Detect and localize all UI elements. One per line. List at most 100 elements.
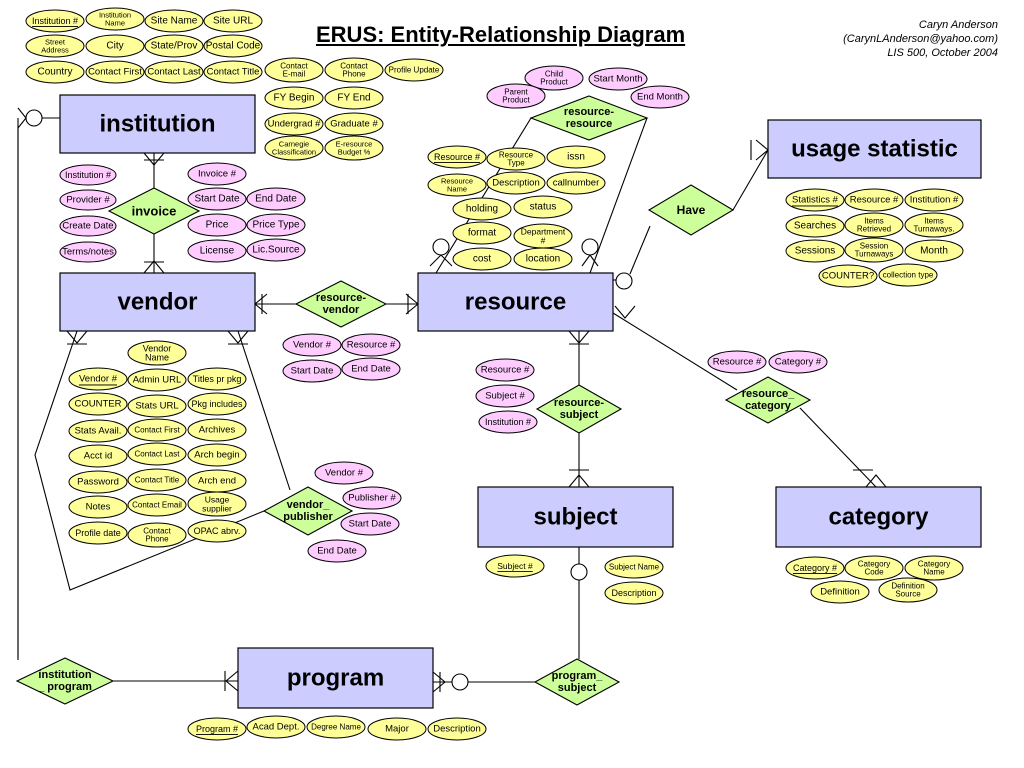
attribute-ven-stats-url: Stats URL (127, 394, 187, 418)
attribute-label: Start Date (349, 519, 392, 530)
attribute-label: Vendor (143, 343, 172, 353)
attribute-label: Category # (775, 357, 822, 368)
attribute-prog-program-num: Program # (187, 717, 247, 741)
attribute-ellipse (144, 60, 204, 84)
relationship-label: Have (677, 203, 706, 217)
attribute-inv-provider-num: Provider # (59, 189, 117, 211)
relationship-invoice[interactable]: invoice (107, 187, 201, 235)
attribute-prog-description: Description (427, 717, 487, 741)
attribute-ellipse (68, 444, 128, 468)
relationship-resource-vendor[interactable]: resource-vendor (294, 280, 388, 328)
attribute-label: Institution # (910, 195, 959, 206)
attribute-ellipse (878, 577, 938, 603)
attribute-label: End Date (255, 194, 297, 205)
attribute-us-searches: Searches (785, 214, 845, 238)
attribute-inv-start-date: Start Date (187, 187, 247, 211)
relationship-resource-resource[interactable]: resource-resource (529, 95, 649, 141)
relationship-label: resource- (316, 292, 366, 304)
attribute-rs-subject-num: Subject # (475, 384, 535, 408)
attribute-ellipse (604, 581, 664, 605)
optional-circle-marker (570, 563, 588, 581)
attribute-ellipse (486, 171, 546, 195)
attribute-ven-contact-last: Contact Last (127, 442, 187, 466)
attribute-label: Invoice # (198, 169, 237, 180)
attribute-prog-acad-dept: Acad Dept. (246, 715, 306, 739)
attribute-inv-create-date: Create Date (59, 215, 117, 237)
attribute-ellipse (127, 442, 187, 466)
attribute-inst-fy-end: FY End (324, 86, 384, 110)
attribute-label: Lic.Source (252, 245, 300, 256)
relationship-label: resource (566, 118, 612, 130)
attribute-label: Start Date (194, 194, 239, 205)
attribute-inst-state-prov: State/Prov (144, 34, 204, 58)
attribute-ellipse (524, 65, 584, 91)
relationship-resource-subject[interactable]: resource-subject (535, 384, 623, 434)
entity-institution[interactable]: institution (59, 94, 256, 154)
crows-foot-marker (865, 474, 887, 488)
author-block: Caryn Anderson (CarynLAnderson@yahoo.com… (843, 18, 998, 60)
attribute-sub-subject-num: Subject # (485, 554, 545, 578)
relationship-institution-program[interactable]: institution_ program (15, 657, 115, 705)
attribute-label: E-resource (336, 140, 373, 149)
attribute-ellipse (25, 60, 85, 84)
attribute-label: Sessions (795, 246, 836, 257)
attribute-us-institution-num: Institution # (904, 188, 964, 212)
attribute-vp-start-date: Start Date (340, 512, 400, 536)
attribute-label: Month (920, 246, 948, 257)
attribute-label: Name (923, 568, 945, 577)
entity-resource[interactable]: resource (417, 272, 614, 332)
attribute-inst-contact-last: Contact Last (144, 60, 204, 84)
crows-foot-marker (568, 330, 590, 344)
entity-vendor[interactable]: vendor (59, 272, 256, 332)
attribute-label: format (468, 228, 497, 239)
entity-usage-statistic[interactable]: usage statistic (767, 119, 982, 179)
attribute-ellipse (475, 384, 535, 408)
attribute-ellipse (844, 555, 904, 581)
attribute-rc-category-num: Category # (768, 350, 828, 374)
attribute-ven-admin-url: Admin URL (127, 368, 187, 392)
attribute-inst-contact-first: Contact First (85, 60, 145, 84)
attribute-vp-publisher-num: Publisher # (342, 486, 402, 510)
entity-program[interactable]: program (237, 647, 434, 709)
attribute-label: Start Month (593, 74, 642, 85)
attribute-res-cost: cost (452, 247, 512, 271)
relationship-have[interactable]: Have (647, 184, 735, 236)
relationship-diamond (262, 486, 354, 536)
attribute-rs-resource-num: Resource # (475, 358, 535, 382)
attribute-ellipse (546, 145, 606, 169)
attribute-label: status (530, 202, 557, 213)
optional-circle-marker (615, 272, 633, 290)
attribute-ellipse (785, 239, 845, 263)
attribute-label: Phone (342, 70, 366, 79)
attribute-label: Category (918, 559, 950, 568)
attribute-ellipse (785, 556, 845, 580)
attribute-inv-price-type: Price Type (246, 213, 306, 237)
attribute-label: Resource (499, 150, 534, 159)
attribute-label: Subject Name (609, 563, 660, 572)
attribute-ellipse (203, 60, 263, 84)
relationship-resource-category[interactable]: resource_category (724, 376, 812, 424)
attribute-ven-password: Password (68, 470, 128, 494)
attribute-label: Acct id (84, 451, 113, 462)
attribute-ellipse (68, 419, 128, 443)
attribute-ellipse (324, 135, 384, 161)
entity-subject[interactable]: subject (477, 486, 674, 548)
attribute-label: Subject # (485, 391, 525, 402)
relationship-program-subject[interactable]: program_subject (533, 658, 621, 706)
attribute-sub-description: Description (604, 581, 664, 605)
attribute-ven-notes: Notes (68, 495, 128, 519)
entity-category[interactable]: category (775, 486, 982, 548)
attribute-label: Price Type (252, 220, 299, 231)
attribute-inv-price: Price (187, 213, 247, 237)
attribute-label: Contact Email (132, 501, 182, 510)
attribute-label: Address (41, 45, 69, 54)
relationship-vendor-publisher[interactable]: vendor_publisher (262, 486, 354, 536)
attribute-label: Password (77, 477, 119, 488)
attribute-label: Type (507, 159, 525, 168)
attribute-label: holding (466, 204, 498, 215)
attribute-us-counter: COUNTER? (818, 264, 878, 288)
attribute-ven-arch-begin: Arch begin (187, 443, 247, 467)
attribute-label: Department (521, 227, 566, 237)
